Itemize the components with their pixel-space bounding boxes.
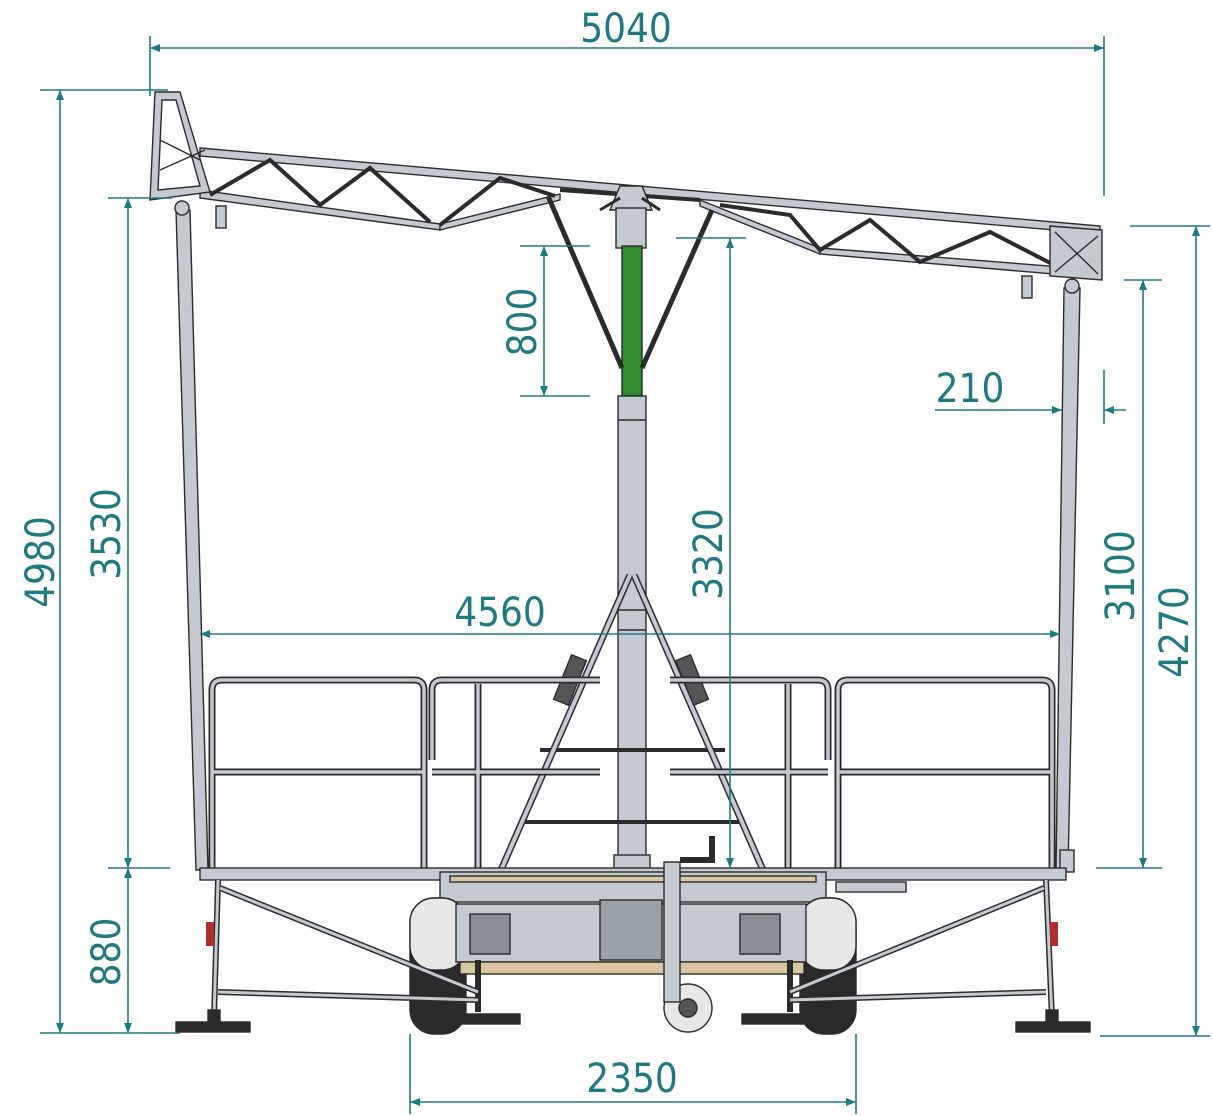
dimension-labels: 5040 4980 3530 880 800 3320 210 3100 427… (18, 6, 1198, 1102)
mast-lower-tube (617, 395, 647, 897)
truss-bottom-chord-mid-left (439, 193, 561, 231)
gas-struts (545, 195, 715, 370)
central-mast (599, 185, 661, 897)
dim-overall-height: 4980 (18, 516, 64, 608)
platform-deck (199, 867, 1067, 903)
dim-platform-width: 4560 (454, 590, 546, 636)
dimension-lines (40, 36, 1210, 1114)
dim-overall-width: 5040 (580, 6, 672, 52)
foot-pads (175, 1009, 1091, 1033)
trailer-chassis (409, 836, 907, 1035)
railings (208, 676, 1056, 868)
right-post (1055, 287, 1081, 871)
dim-base-height: 880 (84, 918, 130, 987)
dim-track-width: 2350 (586, 1056, 678, 1102)
mast-clamp (615, 207, 647, 249)
dim-left-post-height: 3530 (84, 488, 130, 580)
machine-drawing (149, 91, 1103, 1035)
dim-right-post-height: 3100 (1098, 530, 1144, 622)
a-frame-inner (492, 574, 772, 887)
dim-mast-to-beam: 3320 (686, 508, 732, 600)
outriggers-inner (212, 879, 1054, 1019)
left-post (175, 209, 209, 871)
dim-right-total-height: 4270 (1152, 586, 1198, 678)
truss-top-chord (199, 147, 1101, 235)
truss-end-right (1049, 225, 1103, 281)
dim-offset: 210 (936, 366, 1005, 412)
mast-telescopic-section (621, 245, 643, 397)
truss-end-left (149, 91, 211, 201)
dim-telescope-extension: 800 (500, 288, 546, 357)
roof-truss (149, 91, 1103, 299)
